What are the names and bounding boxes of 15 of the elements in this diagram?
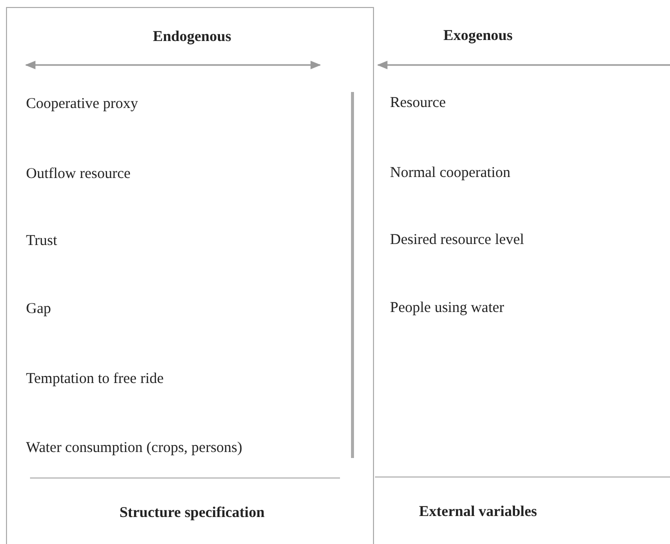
- variable-name: Resource: [390, 94, 446, 112]
- column-heading: Endogenous: [152, 28, 232, 46]
- column-footer: External variables: [419, 503, 537, 521]
- column-footer: Structure specification: [119, 504, 265, 522]
- variable-name: Desired resource level: [390, 231, 524, 249]
- variable-name: Outflow resource: [26, 165, 131, 183]
- variable-name: Trust: [26, 232, 58, 250]
- variable-name: People using water: [390, 299, 504, 317]
- column-heading: Exogenous: [443, 27, 513, 45]
- variable-name: Temptation to free ride: [26, 370, 164, 388]
- variable-name: Cooperative proxy: [26, 95, 138, 113]
- variable-name: Water consumption (crops, persons): [26, 439, 242, 457]
- variable-name: Gap: [26, 300, 51, 318]
- variable-name: Normal cooperation: [390, 164, 510, 182]
- column-panel: [6, 7, 374, 544]
